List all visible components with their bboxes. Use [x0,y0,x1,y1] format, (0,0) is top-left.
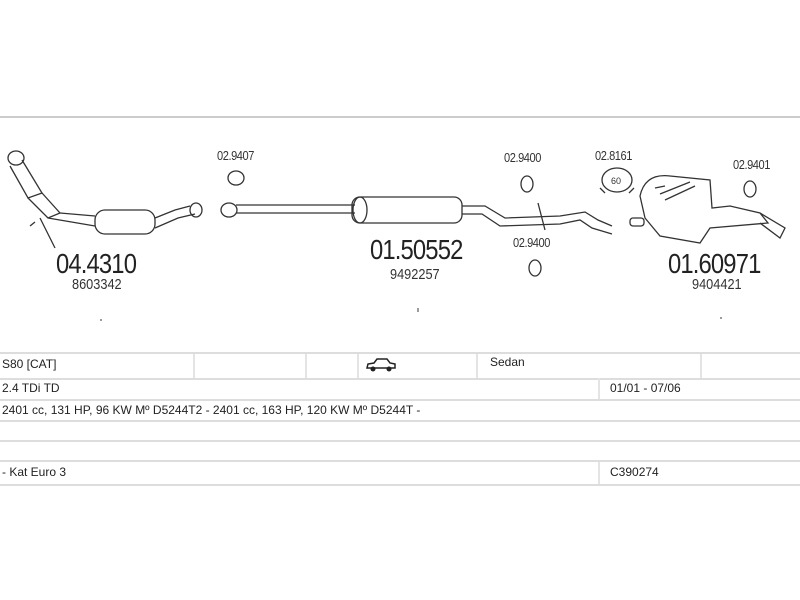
part-number: 01.60971 [668,248,761,279]
rear-silencer-part [629,175,786,244]
vehicle-row-empty [0,422,800,442]
fitting-label: 02.9401 [733,157,770,172]
vehicle-row-empty [0,442,800,462]
clamp-fitting: 60 [599,167,635,194]
dots [100,308,722,321]
system-code: C390274 [610,465,659,479]
oem-number: 9404421 [692,276,742,293]
fitting-label: 02.8161 [595,148,632,163]
oem-number: 8603342 [72,276,122,293]
engine-specs: 2401 cc, 131 HP, 96 KW Mº D5244T2 - 2401… [2,403,421,417]
vehicle-row-engine: 2.4 TDi TD 01/01 - 07/06 [0,378,800,401]
catalytic-converter-part [7,150,203,249]
body-type: Sedan [490,355,525,369]
oem-number: 9492257 [390,266,440,283]
front-gasket-fitting [220,170,245,218]
clamp-size: 60 [611,176,621,186]
part-number: 01.50552 [370,234,463,265]
engine: 2.4 TDi TD [2,381,60,395]
car-sedan-icon [366,358,396,372]
vehicle-row-model: S80 [CAT] Sedan [0,352,800,380]
fitting-label: 02.9400 [513,235,550,250]
fitting-label: 02.9400 [504,150,541,165]
exhaust-diagram: 60 [7,150,786,321]
top-divider [0,116,800,118]
vehicle-row-notes: - Kat Euro 3 C390274 [0,462,800,486]
rubber-mount-fittings [520,175,757,277]
production-years: 01/01 - 07/06 [610,381,681,395]
vehicle-model: S80 [CAT] [2,357,57,371]
fitting-label: 02.9407 [217,148,254,163]
vehicle-row-specs: 2401 cc, 131 HP, 96 KW Mº D5244T2 - 2401… [0,401,800,422]
notes: - Kat Euro 3 [2,465,67,479]
part-number: 04.4310 [56,248,137,279]
middle-silencer-part [236,196,613,235]
